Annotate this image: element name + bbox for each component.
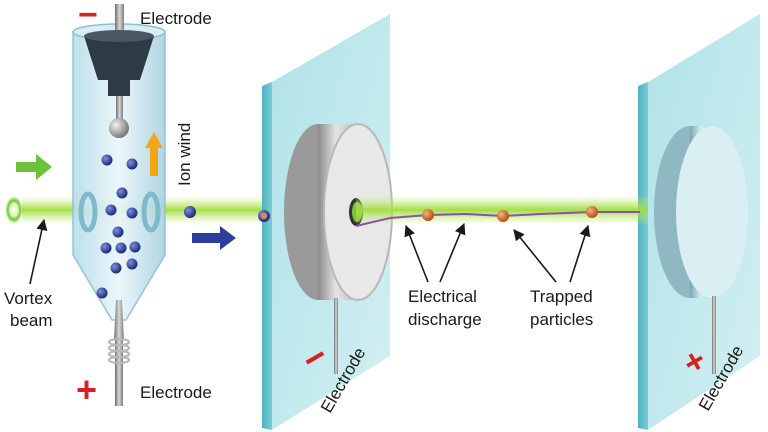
disk-2-stem xyxy=(712,296,716,374)
pointer-trapped-1 xyxy=(513,229,557,283)
pointer-arrows xyxy=(29,218,591,285)
disk-electrode-2 xyxy=(654,126,748,298)
green-arrow-icon xyxy=(16,154,52,180)
label-beam: beam xyxy=(10,311,53,330)
pointer-discharge-1 xyxy=(404,224,429,283)
label-ion-wind: Ion wind xyxy=(175,123,194,186)
blue-arrow-icon xyxy=(192,226,236,250)
pointer-trapped-2 xyxy=(569,224,591,283)
bottom-plus-sign: + xyxy=(76,369,97,410)
label-electrical: Electrical xyxy=(408,287,477,306)
trapped-particle-3 xyxy=(586,206,598,218)
disk-1-stem xyxy=(334,298,338,374)
particle-in-flight-1 xyxy=(184,206,196,218)
electrical-discharge-line xyxy=(355,211,640,227)
bottom-needle xyxy=(107,300,131,406)
trapped-particle-1 xyxy=(422,209,434,221)
trapped-particle-2 xyxy=(497,210,509,222)
top-stopper xyxy=(84,4,154,138)
label-discharge: discharge xyxy=(408,310,482,329)
vortex-beam-spot xyxy=(5,196,23,224)
label-particles: particles xyxy=(530,310,593,329)
label-electrode-bottom: Electrode xyxy=(140,383,212,402)
particles-in-tube xyxy=(96,154,141,299)
label-vortex: Vortex xyxy=(4,289,53,308)
label-electrode-top: Electrode xyxy=(140,9,212,28)
top-minus-sign: − xyxy=(78,0,98,34)
particle-in-flight-2-highlight xyxy=(261,213,267,219)
pointer-vortex xyxy=(29,218,48,285)
ring-lens-right xyxy=(141,191,161,233)
pointer-discharge-2 xyxy=(439,222,466,283)
label-trapped: Trapped xyxy=(530,287,593,306)
ring-lens-left xyxy=(78,191,98,233)
ion-wind-arrow-icon xyxy=(145,132,163,176)
